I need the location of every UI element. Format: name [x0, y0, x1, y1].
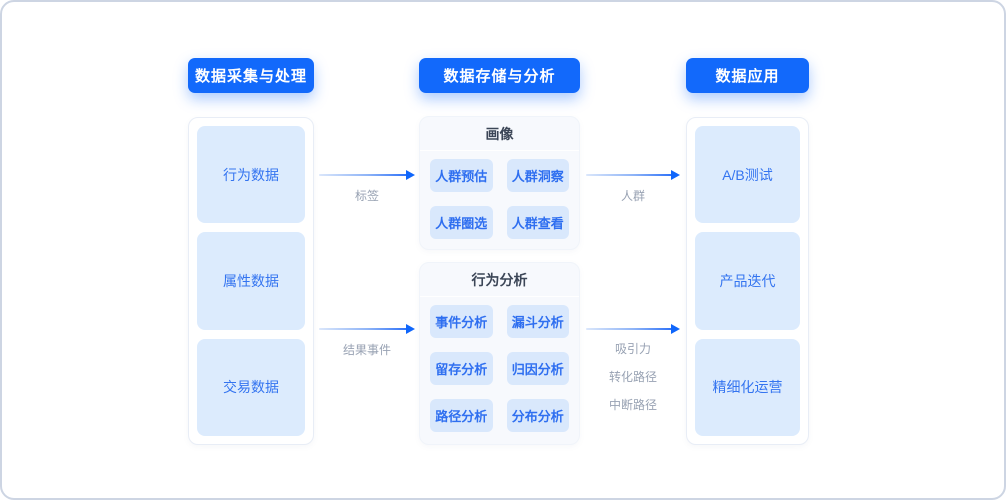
flow-arrow-crowd: 人群 — [586, 170, 680, 203]
portrait-chip-grid: 人群预估 人群洞察 人群圈选 人群查看 — [420, 151, 579, 249]
chip-funnel-analysis[interactable]: 漏斗分析 — [506, 305, 569, 338]
arrow-head-icon — [671, 170, 680, 180]
arrow-line — [586, 328, 672, 330]
chip-crowd-forecast[interactable]: 人群预估 — [430, 159, 493, 192]
chip-retention-analysis[interactable]: 留存分析 — [430, 352, 493, 385]
arrow-head-icon — [671, 324, 680, 334]
arrow-line — [319, 174, 407, 176]
chip-crowd-insight[interactable]: 人群洞察 — [506, 159, 569, 192]
stage-pill-data-application: 数据应用 — [686, 58, 809, 93]
flow-label-attraction: 吸引力 — [614, 342, 651, 356]
flow-label-tags: 标签 — [354, 189, 379, 203]
node-product-iteration: 产品迭代 — [695, 232, 800, 330]
arrow-line — [319, 328, 407, 330]
flow-label-result-event: 结果事件 — [342, 343, 391, 357]
arrow-line — [586, 174, 672, 176]
flow-arrow-tags: 标签 — [319, 170, 415, 203]
application-card: A/B测试 产品迭代 精细化运营 — [686, 117, 809, 445]
behavior-analysis-card: 行为分析 事件分析 漏斗分析 留存分析 归因分析 路径分析 分布分析 — [419, 262, 580, 445]
behavior-chip-grid: 事件分析 漏斗分析 留存分析 归因分析 路径分析 分布分析 — [420, 297, 579, 442]
flow-label-paths: 吸引力 转化路径 中断路径 — [586, 340, 680, 413]
flow-arrow-result-event: 结果事件 — [319, 324, 415, 357]
chip-distribution-analysis[interactable]: 分布分析 — [506, 399, 569, 432]
chip-attribution-analysis[interactable]: 归因分析 — [506, 352, 569, 385]
collection-card: 行为数据 属性数据 交易数据 — [188, 117, 314, 445]
stage-pill-data-collection: 数据采集与处理 — [188, 58, 314, 93]
arrow-head-icon — [406, 324, 415, 334]
node-transaction-data: 交易数据 — [197, 338, 305, 436]
chip-crowd-view[interactable]: 人群查看 — [506, 206, 569, 239]
flow-arrow-paths: 吸引力 转化路径 中断路径 — [586, 324, 680, 412]
stage-pill-data-storage-analysis: 数据存储与分析 — [419, 58, 580, 93]
node-refined-operation: 精细化运营 — [695, 338, 800, 436]
chip-crowd-selection[interactable]: 人群圈选 — [430, 206, 493, 239]
portrait-card: 画像 人群预估 人群洞察 人群圈选 人群查看 — [419, 116, 580, 250]
node-attribute-data: 属性数据 — [197, 232, 305, 330]
node-ab-test: A/B测试 — [695, 126, 800, 224]
chip-event-analysis[interactable]: 事件分析 — [430, 305, 493, 338]
flow-label-conversion-path: 转化路径 — [608, 370, 657, 384]
flow-label-crowd: 人群 — [620, 189, 645, 203]
behavior-card-title: 行为分析 — [420, 263, 579, 297]
flow-label-interruption-path: 中断路径 — [608, 398, 657, 412]
chip-path-analysis[interactable]: 路径分析 — [430, 399, 493, 432]
arrow-head-icon — [406, 170, 415, 180]
node-behavior-data: 行为数据 — [197, 126, 305, 224]
portrait-card-title: 画像 — [420, 117, 579, 151]
